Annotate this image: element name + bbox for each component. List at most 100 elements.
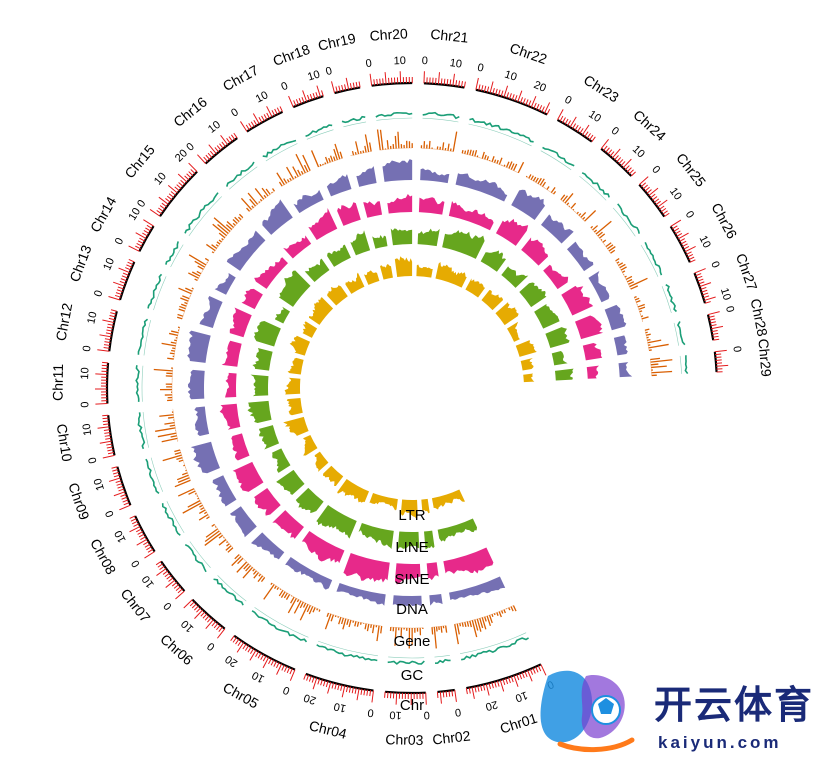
chromosome-axis bbox=[600, 147, 633, 177]
track-bar bbox=[638, 306, 646, 310]
track-bar bbox=[294, 175, 297, 179]
axis-tick bbox=[312, 93, 316, 100]
track-bar bbox=[513, 163, 518, 171]
track-bar bbox=[340, 617, 344, 625]
axis-tick bbox=[345, 686, 349, 693]
track-bar bbox=[188, 272, 199, 279]
axis-tick bbox=[143, 219, 154, 227]
axis-tick bbox=[363, 689, 366, 696]
axis-tick bbox=[123, 502, 130, 506]
axis-tick bbox=[217, 628, 226, 639]
axis-tick bbox=[103, 429, 110, 431]
track-area bbox=[251, 532, 285, 560]
axis-tick bbox=[348, 686, 352, 693]
track-bar bbox=[295, 153, 306, 174]
tick-label: 20 bbox=[302, 691, 317, 706]
axis-tick bbox=[176, 184, 182, 189]
track-line bbox=[341, 115, 366, 124]
track-bar bbox=[635, 300, 641, 303]
axis-tick bbox=[122, 272, 129, 276]
axis-tick bbox=[600, 139, 609, 150]
track-bar bbox=[461, 150, 464, 154]
axis-tick bbox=[468, 687, 471, 694]
track-bar bbox=[198, 509, 206, 515]
track-bar bbox=[176, 457, 183, 461]
chromosome-label: Chr29 bbox=[755, 338, 774, 378]
axis-tick bbox=[293, 100, 297, 107]
axis-tick bbox=[482, 684, 486, 691]
track-bar bbox=[200, 507, 205, 511]
track-bar bbox=[371, 624, 375, 634]
track-bar bbox=[246, 207, 251, 212]
axis-tick bbox=[107, 452, 115, 455]
axis-tick bbox=[622, 158, 632, 169]
track-line bbox=[145, 458, 160, 494]
axis-tick bbox=[275, 662, 280, 669]
chromosome-chr11: 010 bbox=[79, 361, 110, 408]
axis-tick bbox=[245, 124, 250, 131]
axis-tick bbox=[530, 96, 537, 108]
track-area bbox=[322, 465, 344, 486]
axis-tick bbox=[709, 318, 716, 321]
tick-label: 0 bbox=[683, 209, 696, 221]
tick-label: 0 bbox=[562, 94, 573, 107]
track-area bbox=[521, 237, 549, 266]
tick-label: 0 bbox=[367, 706, 375, 719]
track-baseline bbox=[640, 244, 659, 277]
axis-tick bbox=[508, 677, 511, 684]
tick-label: 0 bbox=[279, 80, 289, 93]
track-baseline bbox=[422, 117, 459, 123]
track-bar bbox=[252, 570, 257, 575]
axis-tick bbox=[505, 678, 509, 685]
axis-tick bbox=[517, 90, 523, 103]
axis-tick bbox=[652, 196, 658, 201]
track-baseline bbox=[454, 605, 514, 625]
track-bar bbox=[286, 179, 290, 183]
axis-tick bbox=[261, 115, 265, 122]
watermark: 开云体育 kaiyun.com bbox=[540, 670, 812, 753]
track-area bbox=[449, 576, 506, 600]
chromosome-chr24: 010 bbox=[600, 125, 647, 177]
axis-tick bbox=[136, 538, 148, 546]
track-bar bbox=[481, 617, 487, 630]
track-baseline bbox=[189, 541, 211, 568]
chromosome-axis bbox=[116, 466, 132, 506]
axis-tick bbox=[247, 646, 252, 653]
axis-tick bbox=[369, 73, 373, 86]
track-bar bbox=[641, 316, 649, 320]
axis-tick bbox=[509, 93, 512, 100]
track-bar bbox=[629, 277, 648, 288]
track-area bbox=[420, 168, 450, 184]
track-line bbox=[665, 284, 678, 313]
axis-tick bbox=[567, 120, 572, 126]
track-area bbox=[480, 250, 507, 272]
track-area bbox=[588, 270, 610, 303]
axis-tick bbox=[102, 319, 115, 324]
axis-tick bbox=[268, 658, 272, 665]
track-area bbox=[416, 264, 433, 278]
track-line bbox=[213, 578, 244, 606]
track-bar bbox=[168, 332, 178, 337]
chromosome-label: Chr07 bbox=[118, 586, 154, 626]
axis-tick bbox=[302, 90, 308, 102]
track-bar bbox=[286, 166, 295, 180]
track-bar bbox=[218, 239, 222, 243]
chromosome-chr10: 010 bbox=[81, 414, 116, 465]
watermark-domain: kaiyun.com bbox=[658, 733, 782, 752]
axis-tick bbox=[177, 588, 183, 594]
axis-tick bbox=[488, 682, 492, 690]
chromosome-label: Chr15 bbox=[121, 142, 158, 182]
track-bar bbox=[155, 427, 176, 432]
axis-tick bbox=[103, 347, 110, 349]
track-bar bbox=[508, 161, 513, 169]
axis-tick bbox=[128, 245, 140, 252]
chromosome-chr16: 010 bbox=[184, 119, 238, 165]
tick-label: 0 bbox=[81, 345, 94, 353]
axis-tick bbox=[270, 659, 275, 666]
track-bar bbox=[234, 554, 240, 560]
track-bar bbox=[191, 271, 201, 277]
axis-tick bbox=[510, 676, 514, 683]
track-bar bbox=[254, 188, 265, 200]
track-bar bbox=[260, 577, 266, 583]
